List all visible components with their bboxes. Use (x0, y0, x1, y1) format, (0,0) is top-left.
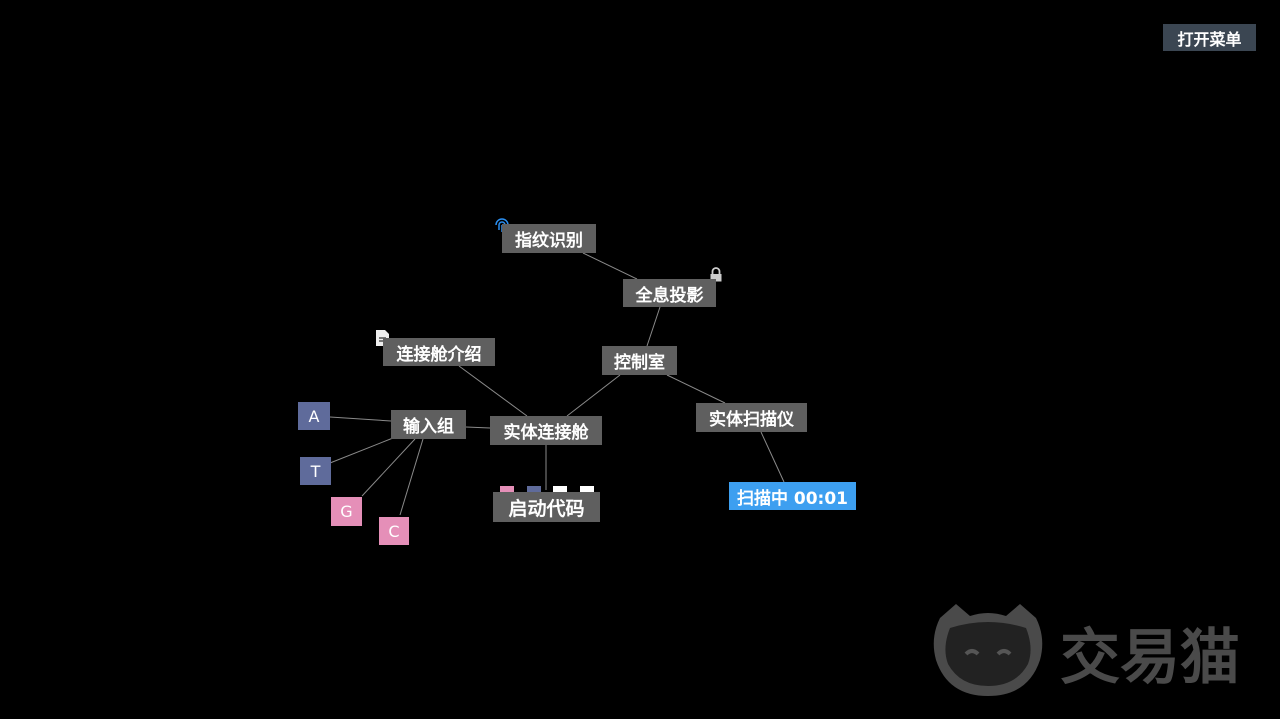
node-input-group[interactable]: 输入组 (391, 410, 466, 439)
scanning-status: 扫描中 00:01 (729, 482, 856, 510)
code-slot-pink (500, 486, 514, 496)
letter-g[interactable]: G (331, 497, 362, 526)
code-slot-white (553, 486, 567, 496)
letter-c[interactable]: C (379, 517, 409, 545)
node-entity-pod[interactable]: 实体连接舱 (490, 416, 602, 445)
watermark-text: 交易猫 (1060, 623, 1240, 693)
watermark: 交易猫 (928, 598, 1248, 707)
node-scanner[interactable]: 实体扫描仪 (696, 403, 807, 432)
letter-t[interactable]: T (300, 457, 331, 485)
node-fingerprint[interactable]: 指纹识别 (502, 224, 596, 253)
node-intro[interactable]: 连接舱介绍 (383, 338, 495, 366)
lock-icon (710, 267, 722, 282)
node-control-room[interactable]: 控制室 (602, 346, 677, 375)
cat-logo-icon: 交易猫 (933, 604, 1240, 696)
letter-a[interactable]: A (298, 402, 330, 430)
code-slot-blue (527, 486, 541, 496)
node-hologram[interactable]: 全息投影 (623, 279, 716, 307)
code-slot-white (580, 486, 594, 496)
open-menu-button[interactable]: 打开菜单 (1163, 24, 1256, 51)
node-start-code[interactable]: 启动代码 (493, 492, 600, 522)
